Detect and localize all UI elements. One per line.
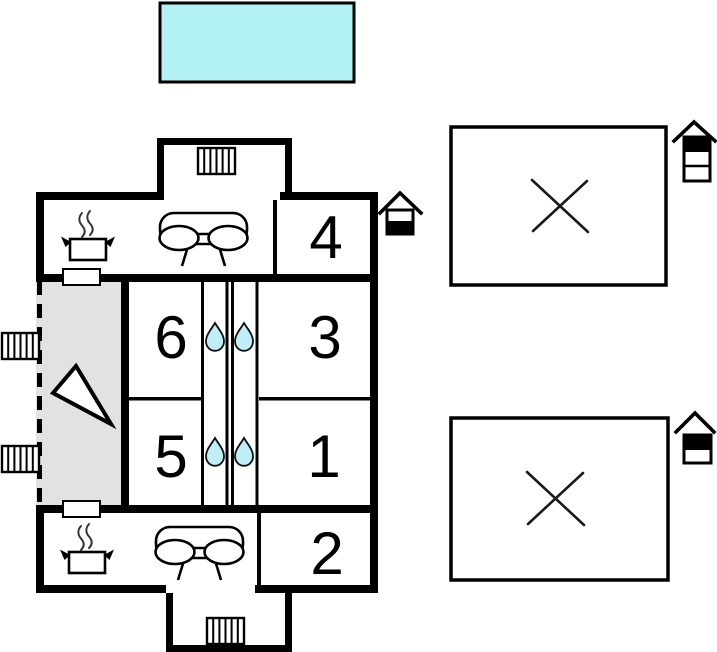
wall [36, 505, 44, 593]
sofa-icon [154, 525, 245, 582]
wall [157, 138, 292, 145]
house-ground-floor-icon [377, 190, 424, 236]
stairs-icon [0, 331, 41, 361]
room-label-2: 2 [310, 520, 343, 587]
terrace-wedge-icon [49, 362, 117, 430]
room-label-5: 5 [154, 423, 187, 490]
wall [157, 138, 164, 200]
wall [36, 192, 158, 200]
wall [231, 282, 234, 505]
room-label-6: 6 [154, 304, 187, 371]
wall [259, 397, 371, 401]
terrace [36, 281, 121, 505]
wall [201, 282, 204, 505]
cooking-pot-icon [58, 522, 116, 575]
sofa-icon [158, 211, 249, 268]
stairs-icon [0, 444, 41, 474]
wall [285, 593, 292, 652]
wall [255, 282, 259, 505]
wall [121, 282, 129, 505]
door-marker [62, 500, 101, 518]
wall [225, 282, 229, 505]
wall [166, 645, 292, 652]
room-label-4: 4 [309, 204, 342, 271]
wall [43, 274, 371, 282]
walls [36, 138, 378, 652]
unspecified-area-top [449, 125, 668, 287]
wall [166, 593, 173, 652]
stairs-icon [205, 616, 246, 646]
house-first-floor-icon [673, 410, 717, 465]
door-marker [62, 268, 101, 286]
cross-mark-icon [525, 470, 586, 527]
wall [280, 192, 378, 200]
wall [36, 192, 44, 282]
wall [285, 138, 292, 200]
wall [43, 505, 371, 513]
wall [257, 513, 261, 586]
wall [129, 397, 201, 401]
swimming-pool [158, 1, 356, 84]
water-drop-icon [234, 437, 254, 467]
cross-mark-icon [530, 178, 590, 234]
wall [255, 585, 378, 593]
cooking-pot-icon [59, 209, 117, 262]
water-drop-icon [205, 437, 225, 467]
house-top-floor-icon [671, 119, 717, 183]
unspecified-area-bottom [449, 416, 670, 582]
room-label-3: 3 [308, 304, 341, 371]
wall [36, 585, 166, 593]
water-drop-icon [234, 322, 254, 352]
wall [273, 200, 277, 274]
room-label-1: 1 [307, 423, 340, 490]
water-drop-icon [205, 322, 225, 352]
stairs-icon [196, 146, 237, 176]
wall [370, 192, 378, 593]
